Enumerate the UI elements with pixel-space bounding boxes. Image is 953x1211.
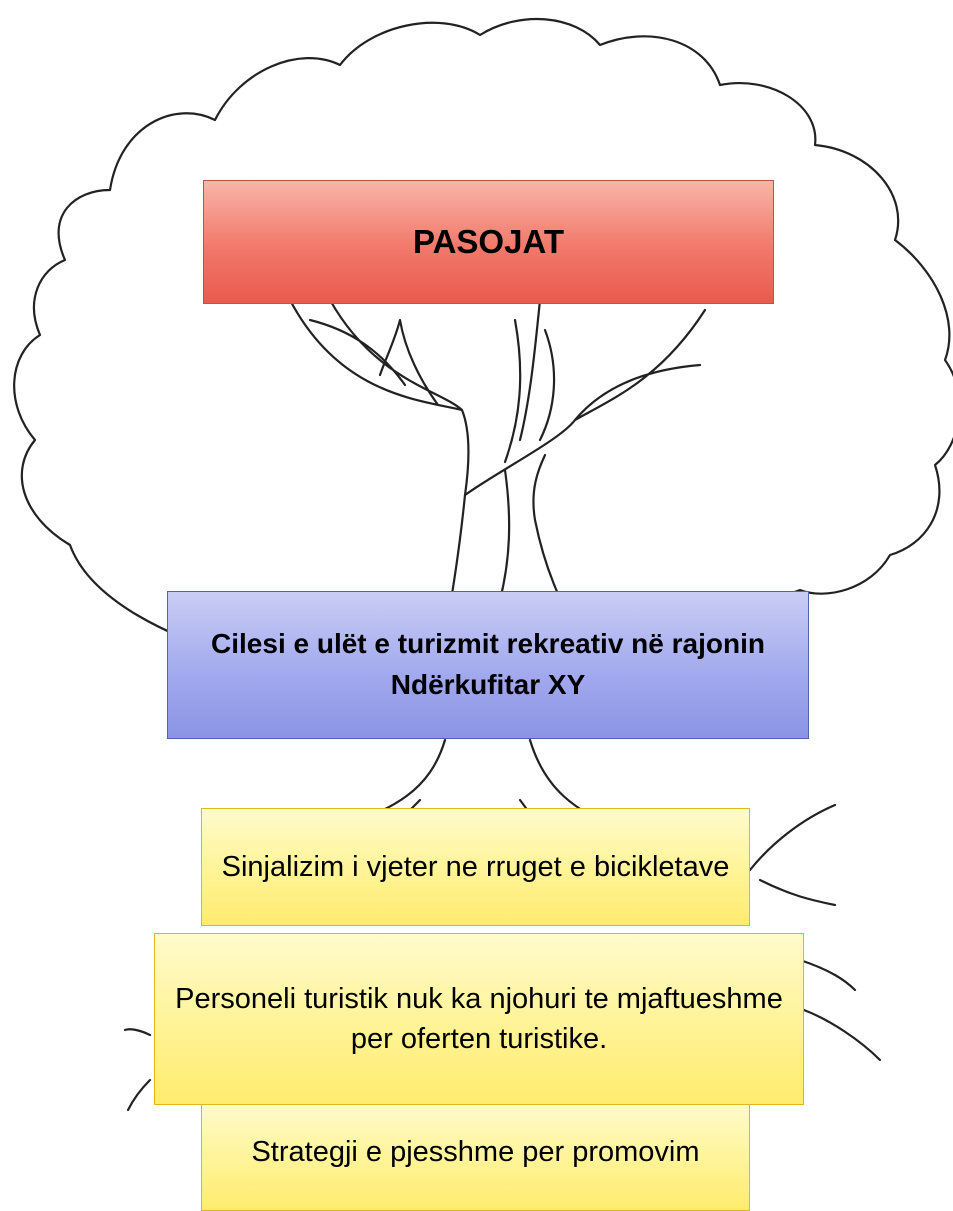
effects-box: PASOJAT: [203, 180, 774, 304]
tree-canopy: [13, 17, 953, 664]
cause-box-signage: Sinjalizim i vjeter ne rruget e biciklet…: [201, 808, 750, 926]
core-problem-box: Cilesi e ulët e turizmit rekreativ në ra…: [167, 591, 809, 739]
cause-box-promotion-strategy: Strategji e pjesshme per promovim: [201, 1103, 750, 1211]
effects-label: PASOJAT: [413, 223, 564, 260]
tree-trunk: [288, 298, 707, 664]
cause-box-staff-knowledge: Personeli turistik nuk ka njohuri te mja…: [154, 933, 804, 1105]
cause-text: Sinjalizim i vjeter ne rruget e biciklet…: [221, 850, 730, 883]
cause-text: Personeli turistik nuk ka njohuri te mja…: [175, 982, 783, 1055]
core-problem-text: Cilesi e ulët e turizmit rekreativ në ra…: [211, 628, 765, 700]
cause-text: Strategji e pjesshme per promovim: [251, 1135, 700, 1168]
